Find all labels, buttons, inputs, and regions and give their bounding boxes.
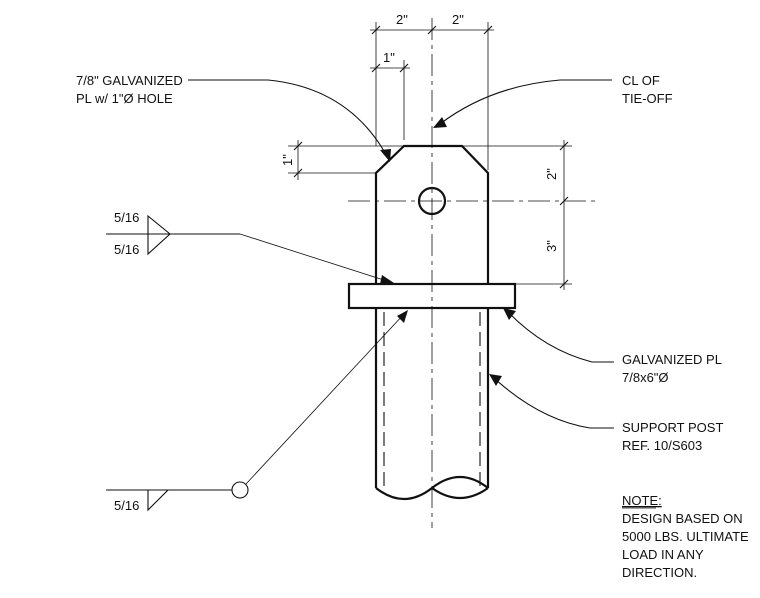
note-line1: DESIGN BASED ON xyxy=(622,511,743,526)
tick-top-center xyxy=(427,25,437,35)
note-heading: NOTE: xyxy=(622,493,662,508)
dim-left-vertical-label: 1" xyxy=(280,154,295,166)
dim-hole-offset-label: 1" xyxy=(383,50,395,65)
galvanized-pl-label-line2: 7/8x6"Ø xyxy=(622,370,669,385)
note-line4: DIRECTION. xyxy=(622,565,697,580)
support-post-label-line2: REF. 10/S603 xyxy=(622,438,702,453)
galvanized-pl-leader-arrow xyxy=(503,308,516,320)
lower-weld-arrow-leader xyxy=(245,313,405,485)
tick-top-right xyxy=(483,25,493,35)
cl-label-line1: CL OF xyxy=(622,73,660,88)
galvanized-pl-label-line1: GALVANIZED PL xyxy=(622,352,722,367)
galvanized-base-plate xyxy=(347,282,517,310)
upper-weld-fillet-symbol xyxy=(147,214,171,256)
plate-leader xyxy=(188,79,389,159)
tie-off-hole xyxy=(417,186,447,216)
tick-right-bottom xyxy=(559,279,569,289)
tie-off-plate-outline xyxy=(374,144,490,284)
plate-label-line2: PL w/ 1"Ø HOLE xyxy=(76,91,173,106)
tick-left-top xyxy=(293,141,303,151)
tick-left-bottom xyxy=(293,168,303,178)
lower-weld-fillet-symbol xyxy=(147,489,170,512)
support-post-leader-arrow xyxy=(489,374,502,386)
dim-right-lower-label: 3" xyxy=(544,240,559,252)
lower-weld-all-around-symbol xyxy=(231,481,249,499)
tick-top-left xyxy=(371,25,381,35)
plate-leader-arrow xyxy=(380,149,391,162)
upper-weld-arrow xyxy=(380,275,394,284)
support-post-leader xyxy=(493,377,614,429)
dim-right-upper-label: 2" xyxy=(544,168,559,180)
upper-weld-top-size: 5/16 xyxy=(114,210,139,225)
upper-weld-bottom-size: 5/16 xyxy=(114,242,139,257)
note-line3: LOAD IN ANY xyxy=(622,547,704,562)
galvanized-pl-leader xyxy=(507,311,614,363)
post-break-line-back xyxy=(431,487,489,499)
tick-hole-offset-left xyxy=(371,63,381,73)
tick-hole-offset-right xyxy=(399,63,409,73)
dim-top-left-label: 2" xyxy=(396,12,408,27)
lower-weld-arrow xyxy=(397,310,408,323)
note-line2: 5000 LBS. ULTIMATE xyxy=(622,529,749,544)
cl-leader xyxy=(439,79,612,125)
lower-weld-size: 5/16 xyxy=(114,498,139,513)
support-post-label-line1: SUPPORT POST xyxy=(622,420,723,435)
tick-right-middle xyxy=(559,196,569,206)
tick-right-top xyxy=(559,141,569,151)
cl-label-line2: TIE-OFF xyxy=(622,91,673,106)
upper-weld-arrow-leader xyxy=(239,233,391,283)
cl-leader-arrow xyxy=(433,117,447,128)
dim-top-right-label: 2" xyxy=(452,12,464,27)
plate-label-line1: 7/8" GALVANIZED xyxy=(76,73,183,88)
